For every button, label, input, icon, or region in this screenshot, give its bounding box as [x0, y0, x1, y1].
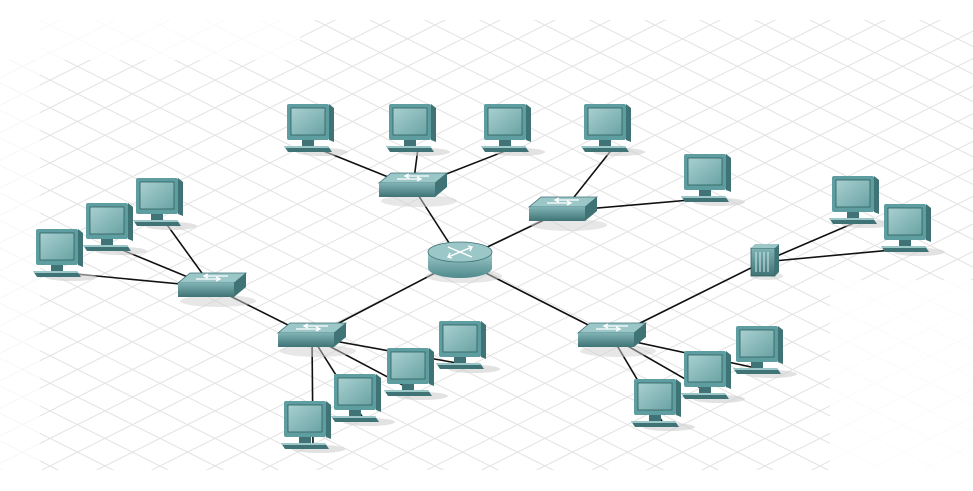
- network-devices: [33, 104, 945, 453]
- switch-icon: [377, 172, 457, 207]
- switch-icon: [176, 272, 256, 307]
- switch-icon: [527, 196, 607, 231]
- switch-icon: [276, 322, 356, 357]
- pc-icon: [829, 176, 893, 228]
- pc-icon: [733, 326, 797, 378]
- pc-icon: [631, 379, 695, 431]
- pc-icon: [83, 203, 147, 255]
- pc-icon: [384, 348, 448, 400]
- pc-icon: [281, 401, 345, 453]
- pc-icon: [881, 204, 945, 256]
- pc-icon: [481, 104, 545, 156]
- pc-icon: [33, 229, 97, 281]
- pc-icon: [331, 374, 395, 426]
- pc-icon: [681, 351, 745, 403]
- switch-icon: [576, 322, 656, 357]
- pc-icon: [284, 104, 348, 156]
- pc-icon: [133, 178, 197, 230]
- link-hub-right-pc-h1: [762, 219, 862, 263]
- pc-icon: [386, 104, 450, 156]
- router-icon: [426, 241, 502, 283]
- hub-icon: [750, 244, 783, 280]
- pc-icon: [581, 104, 645, 156]
- pc-icon: [436, 321, 500, 373]
- pc-icon: [681, 154, 745, 206]
